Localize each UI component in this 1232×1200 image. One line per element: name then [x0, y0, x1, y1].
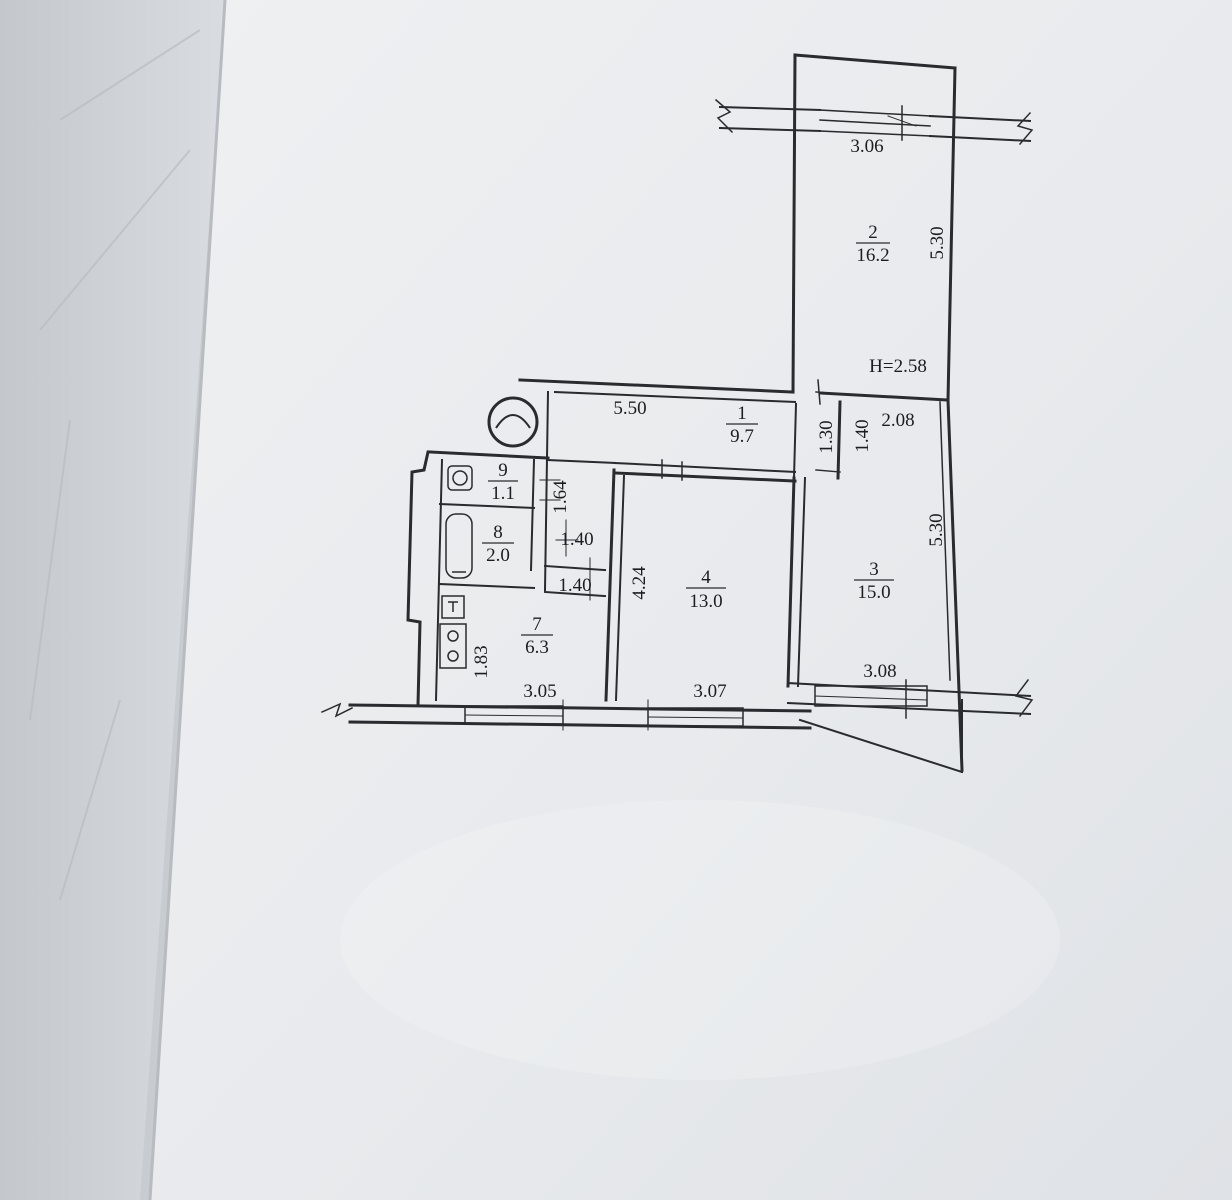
room-4-number: 4 — [701, 567, 711, 588]
toilet-bowl-icon — [452, 470, 468, 486]
room-4-area: 13.0 — [689, 591, 722, 612]
room-labels: 2 16.2 1 9.7 9 1.1 8 2.0 7 6.3 4 13.0 3 … — [482, 222, 894, 658]
room-7-number: 7 — [532, 614, 542, 635]
room-1-area: 9.7 — [730, 426, 754, 447]
dim-room3-door-side: 1.40 — [852, 419, 873, 452]
left-page-bleed-text — [29, 29, 201, 901]
room-3-number: 3 — [869, 559, 879, 580]
room-7-area: 6.3 — [525, 637, 549, 658]
dim-kitchen-width: 3.05 — [523, 681, 556, 702]
sink-icon — [441, 595, 465, 619]
bathtub-icon — [445, 513, 473, 579]
page-edge — [148, 0, 227, 1200]
toilet-icon — [447, 465, 473, 491]
dim-kitchen-inner-width: 1.40 — [558, 575, 591, 596]
room-1-number: 1 — [737, 403, 747, 424]
ventilation-shaft-icon — [487, 396, 539, 448]
dim-room2-length: 5.30 — [927, 226, 948, 259]
dim-kitchen-side: 1.83 — [471, 645, 492, 678]
light-glare — [340, 800, 1060, 1080]
room-2-area: 16.2 — [856, 245, 889, 266]
dim-room4-length: 4.24 — [629, 566, 650, 600]
walls — [321, 53, 1034, 774]
dim-corridor-length: 5.50 — [613, 398, 646, 419]
dim-balcony-bottom-width: 3.08 — [863, 661, 896, 682]
room-2-number: 2 — [868, 222, 878, 243]
ceiling-height: H=2.58 — [869, 356, 927, 377]
dim-room3-top-width: 2.08 — [881, 410, 914, 431]
room-3-area: 15.0 — [857, 582, 890, 603]
left-page — [0, 0, 225, 1200]
stove-icon — [439, 623, 467, 669]
ventilation-shaft-arc-icon — [495, 414, 531, 429]
room-9-area: 1.1 — [491, 483, 515, 504]
stove-burner-1-icon — [447, 630, 459, 642]
dim-room3-length: 5.30 — [926, 513, 947, 546]
room-8-area: 2.0 — [486, 545, 510, 566]
dim-bath-width: 1.40 — [560, 529, 593, 550]
room-9-number: 9 — [498, 460, 508, 481]
dim-bath-height: 1.64 — [550, 480, 571, 514]
room-8-number: 8 — [493, 522, 503, 543]
dimensions: 3.06 5.30 H=2.58 5.50 1.30 1.40 2.08 5.3… — [471, 136, 948, 702]
dim-room4-width: 3.07 — [693, 681, 726, 702]
stove-burner-2-icon — [447, 650, 459, 662]
dim-balcony-top-width: 3.06 — [850, 136, 883, 157]
fixtures — [439, 396, 539, 669]
dim-corridor-width: 1.30 — [816, 420, 837, 453]
main-page — [150, 0, 1232, 1200]
